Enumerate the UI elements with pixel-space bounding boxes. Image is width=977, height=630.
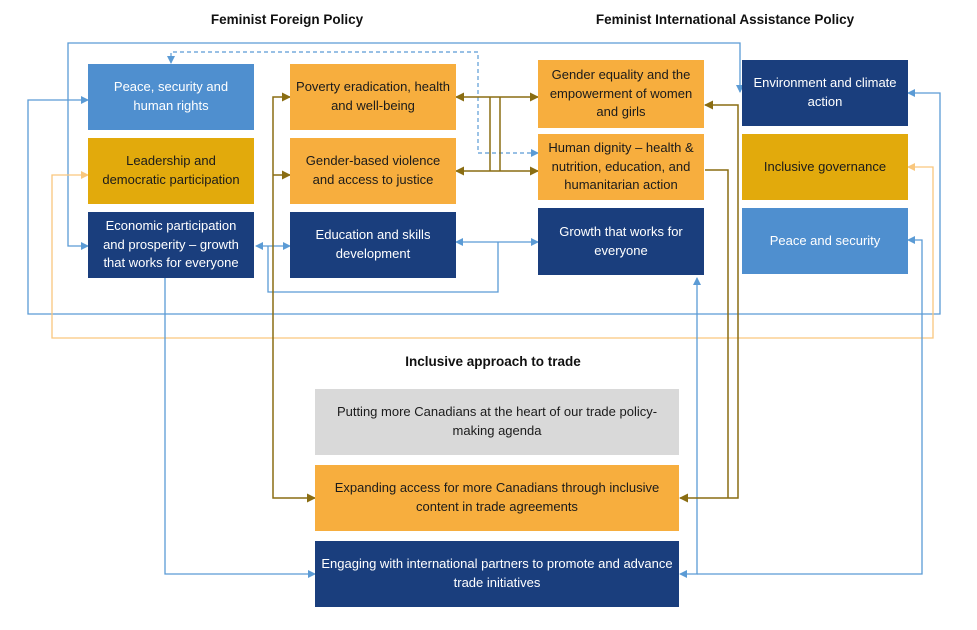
box-label: Inclusive governance	[763, 158, 887, 174]
box-gender-based-violence: Gender-based violence and access to just…	[290, 138, 456, 204]
box-peace-and-security: Peace and security	[742, 208, 908, 274]
box-label: Education and skills development	[315, 227, 431, 261]
box-engaging-international-partners: Engaging with international partners to …	[315, 541, 679, 607]
box-growth-works-for-everyone: Growth that works for everyone	[538, 208, 704, 275]
link-environment-economic	[67, 42, 744, 250]
box-economic-participation-prosperity: Economic participation and prosperity – …	[88, 212, 254, 278]
link-gender-expanding	[679, 100, 739, 503]
box-environment-climate-action: Environment and climate action	[742, 60, 908, 126]
box-label: Peace, security and human rights	[113, 79, 229, 113]
box-label: Human dignity – health & nutrition, educ…	[548, 139, 694, 193]
link-poverty-expanding	[272, 92, 316, 503]
box-inclusive-governance: Inclusive governance	[742, 134, 908, 200]
box-label: Economic participation and prosperity – …	[103, 217, 239, 271]
box-label: Growth that works for everyone	[559, 223, 683, 258]
box-label: Putting more Canadians at the heart of o…	[336, 404, 658, 438]
box-label: Leadership and democratic participation	[102, 153, 240, 187]
box-putting-canadians-at-heart: Putting more Canadians at the heart of o…	[315, 389, 679, 455]
box-label: Gender equality and the empowerment of w…	[549, 66, 693, 120]
link-peace-environment-outer	[27, 89, 941, 315]
box-expanding-access: Expanding access for more Canadians thro…	[315, 465, 679, 531]
box-leadership-democratic-participation: Leadership and democratic participation	[88, 138, 254, 204]
link-dignity-expanding	[705, 169, 729, 498]
heading-inclusive-approach-to-trade: Inclusive approach to trade	[405, 354, 581, 369]
link-dashed-dignity-peace	[167, 51, 539, 157]
heading-feminist-foreign-policy: Feminist Foreign Policy	[210, 12, 364, 27]
link-leadership-governance	[51, 163, 934, 339]
box-label: Peace and security	[769, 232, 881, 248]
box-gender-equality-empowerment: Gender equality and the empowerment of w…	[538, 60, 704, 128]
link-peace-security-engaging	[697, 236, 923, 575]
box-label: Expanding access for more Canadians thro…	[334, 480, 660, 514]
box-peace-security-human-rights: Peace, security and human rights	[88, 64, 254, 130]
box-label: Poverty eradication, health and well-bei…	[296, 79, 450, 113]
link-growth-engaging	[679, 277, 701, 578]
box-education-skills-development: Education and skills development	[290, 212, 456, 278]
box-poverty-eradication: Poverty eradication, health and well-bei…	[290, 64, 456, 130]
link-economic-engaging	[161, 269, 316, 578]
heading-feminist-international-assistance-policy: Feminist International Assistance Policy	[595, 12, 855, 27]
box-label: Environment and climate action	[753, 75, 897, 109]
box-human-dignity: Human dignity – health & nutrition, educ…	[538, 134, 704, 200]
box-label: Gender-based violence and access to just…	[305, 153, 441, 187]
box-label: Engaging with international partners to …	[321, 556, 673, 590]
